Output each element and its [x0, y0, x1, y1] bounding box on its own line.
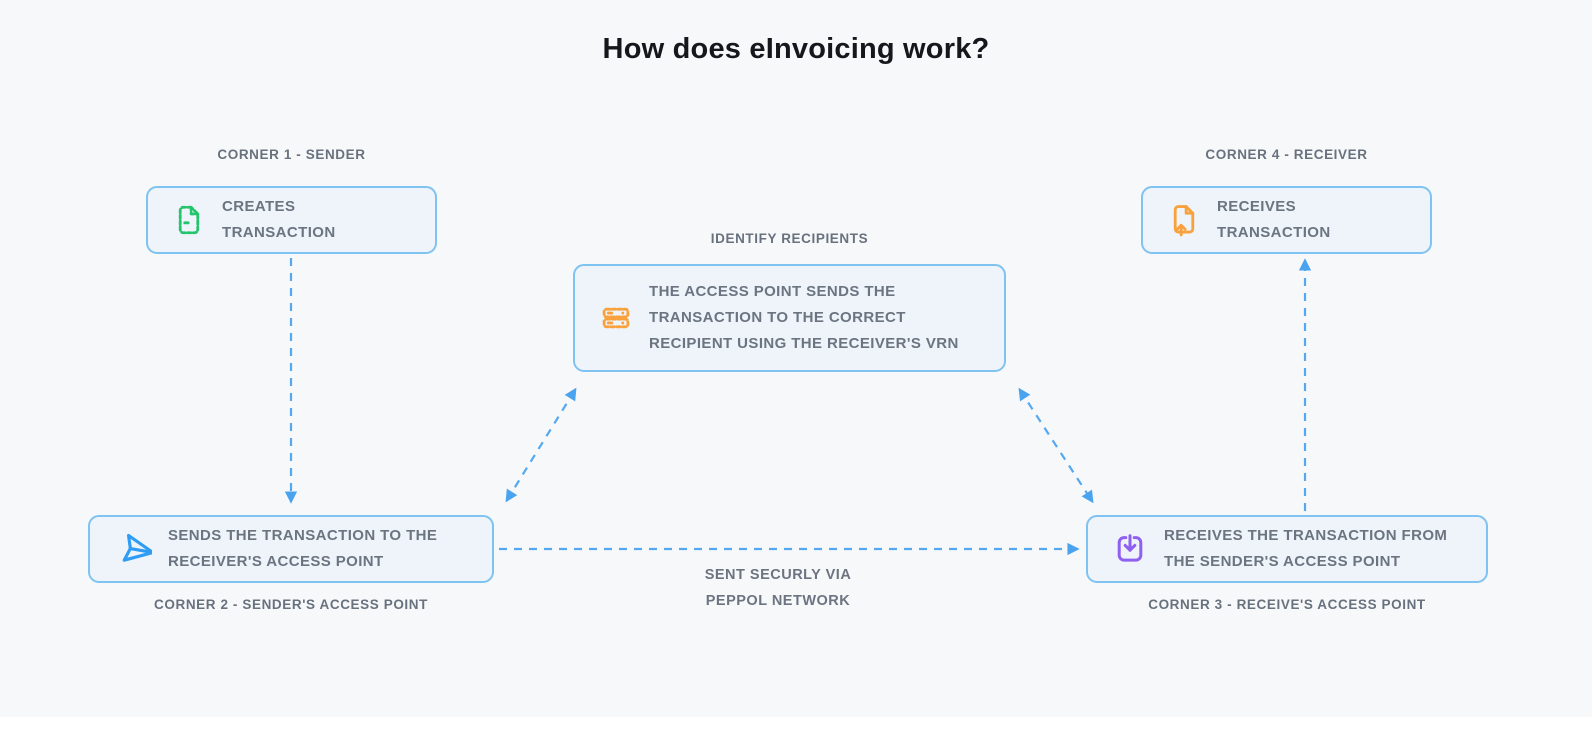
server-icon [599, 301, 633, 335]
download-icon [1112, 531, 1148, 567]
corner3-text: RECEIVES THE TRANSACTION FROM THE SENDER… [1164, 527, 1448, 570]
corner2-label: CORNER 2 - SENDER'S ACCESS POINT [154, 597, 428, 612]
center-label: IDENTIFY RECIPIENTS [710, 231, 869, 246]
file-up-icon [1167, 203, 1201, 237]
corner4-label: CORNER 4 - RECEIVER [1205, 147, 1368, 162]
corner1-text: CREATES TRANSACTION [222, 198, 336, 241]
corner1-box: CREATES TRANSACTION [146, 186, 437, 254]
corner4-text: RECEIVES TRANSACTION [1217, 198, 1331, 241]
corner3-label: CORNER 3 - RECEIVE'S ACCESS POINT [1148, 597, 1426, 612]
center-text: THE ACCESS POINT SENDS THE TRANSACTION T… [649, 283, 959, 352]
file-icon [172, 203, 206, 237]
peppol-annotation-line1: SENT SECURLY VIA [704, 567, 852, 583]
corner1-label: CORNER 1 - SENDER [217, 147, 366, 162]
send-icon [114, 530, 152, 568]
page-title: How does eInvoicing work? [602, 33, 990, 65]
peppol-network-annotation: SENT SECURLY VIA PEPPOL NETWORK [628, 562, 928, 614]
arrow-corner2-center-bidirectional [505, 387, 577, 503]
corner2-text: SENDS THE TRANSACTION TO THE RECEIVER'S … [168, 527, 438, 570]
corner4-box: RECEIVES TRANSACTION [1141, 186, 1432, 254]
center-box: THE ACCESS POINT SENDS THE TRANSACTION T… [573, 264, 1006, 372]
peppol-annotation-line2: PEPPOL NETWORK [705, 593, 851, 609]
corner3-box: RECEIVES THE TRANSACTION FROM THE SENDER… [1086, 515, 1488, 583]
arrow-center-corner3-bidirectional [1018, 387, 1094, 504]
corner2-box: SENDS THE TRANSACTION TO THE RECEIVER'S … [88, 515, 494, 583]
